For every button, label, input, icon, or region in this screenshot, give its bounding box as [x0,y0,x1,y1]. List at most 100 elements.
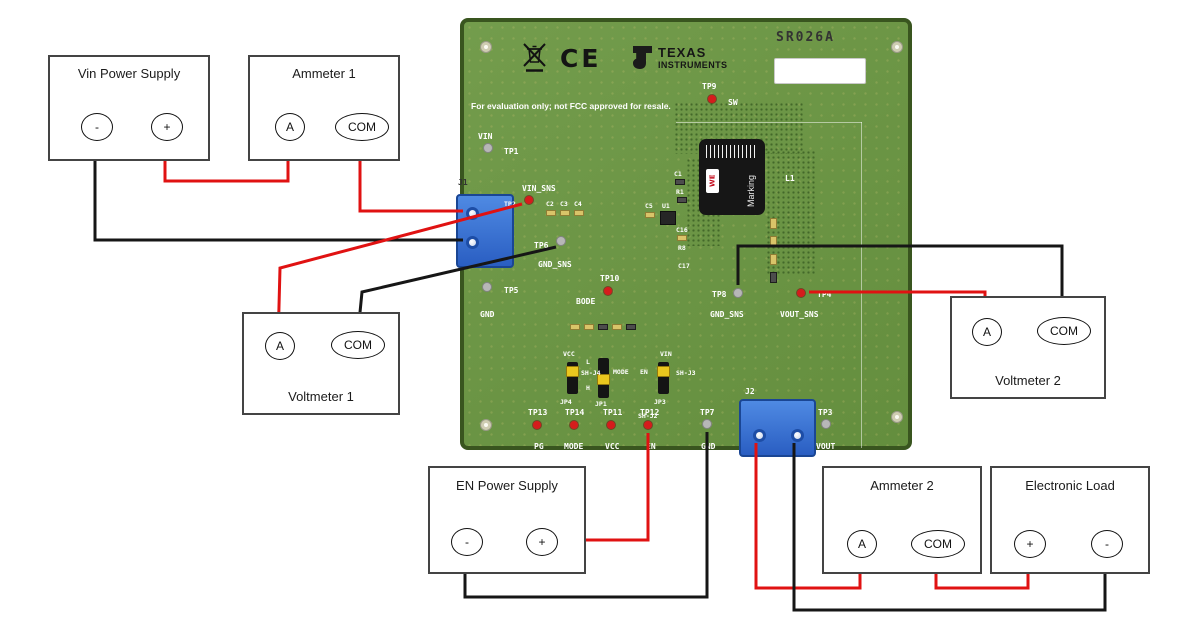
tp8-test-point [734,289,742,297]
terminal-label: + [538,535,546,549]
c1-ref-label: C1 [674,170,682,178]
mounting-hole [481,42,491,52]
ce-mark: CE [560,44,602,73]
resistor [677,197,687,203]
gnd-left-label: GND [480,310,495,319]
j2-gnd-screw [791,429,804,442]
l1-ref-label: L1 [785,174,795,183]
vin-supply-negative-terminal: - [81,113,113,141]
gnd-net-label: GND [701,442,716,451]
tp5-test-point [483,283,491,291]
sh-j2-label: SH-J2 [638,412,658,420]
gnd-sns-left-label: GND_SNS [538,260,572,269]
tp4-ref-label: TP4 [817,290,832,299]
vout-sns-net-label: VOUT_SNS [780,310,819,319]
tp2-test-point [525,196,533,204]
capacitor [612,324,622,330]
c5-ref-label: C5 [645,202,653,210]
r8-ref-label: R8 [678,244,686,252]
silkscreen-line [676,122,862,123]
en-power-supply-box: EN Power Supply - + [428,466,586,574]
mounting-hole [892,412,902,422]
tp8-ref-label: TP8 [712,290,727,299]
jp4-shunt [566,366,579,377]
u1-ref-label: U1 [662,202,670,210]
voltmeter2-com-terminal: COM [1037,317,1091,345]
gnd-sns-right-label: GND_SNS [710,310,744,319]
tp12-test-point [644,421,652,429]
voltmeter1-box: A COM Voltmeter 1 [242,312,400,415]
c16-ref-label: C16 [676,226,688,234]
voltmeter1-a-terminal: A [265,332,295,360]
jp4-ref-label: JP4 [560,398,572,406]
tp9-test-point [708,95,716,103]
en-supply-positive-terminal: + [526,528,558,556]
vin-sns-net-label: VIN_SNS [522,184,556,193]
j1-ref-label: J1 [458,178,468,187]
voltmeter1-com-terminal: COM [331,331,385,359]
inductor-barcode [706,145,758,158]
tp5-ref-label: TP5 [504,286,519,295]
mode-option-label: MODE [613,368,629,376]
ammeter2-box: Ammeter 2 A COM [822,466,982,574]
en-supply-negative-terminal: - [451,528,483,556]
load-negative-terminal: - [1091,530,1123,558]
tp1-test-point [484,144,492,152]
tp13-ref-label: TP13 [528,408,548,417]
capacitor [645,212,655,218]
j2-terminal-block [739,399,816,457]
en-option-label: EN [640,368,648,376]
jp3-header [658,362,669,394]
mounting-hole [481,420,491,430]
en-power-supply-title: EN Power Supply [456,478,558,493]
silkscreen-line [861,122,862,448]
vin-supply-positive-terminal: + [151,113,183,141]
terminal-label: - [465,535,469,549]
capacitor [546,210,556,216]
mode-net-label: MODE [564,442,584,451]
terminal-label: A [285,120,294,134]
tp7-ref-label: TP7 [700,408,715,417]
capacitor [574,210,584,216]
vcc-net-label: VCC [605,442,620,451]
we-logo: WE [706,169,719,193]
resistor [626,324,636,330]
j1-vin-screw [466,207,479,220]
j1-gnd-screw [466,236,479,249]
bode-net-label: BODE [576,297,596,306]
c3-ref-label: C3 [560,200,568,208]
terminal-label: A [857,537,866,551]
mounting-hole [892,42,902,52]
capacitor [770,218,777,229]
sh-j3-label: SH-J3 [676,369,696,377]
tp14-ref-label: TP14 [565,408,585,417]
terminal-label: A [275,339,284,353]
terminal-label: COM [1050,324,1078,338]
resistor [598,324,608,330]
vout-net-label: VOUT [816,442,836,451]
vin-option-label: VIN [660,350,672,358]
jp1-ref-label: JP1 [595,400,607,408]
electronic-load-title: Electronic Load [1025,478,1115,493]
capacitor [584,324,594,330]
terminal-label: + [163,120,171,134]
sw-net-label: SW [728,98,738,107]
tp6-test-point [557,237,565,245]
terminal-label: COM [348,120,376,134]
ti-bug-icon [633,46,652,69]
tp6-ref-label: TP6 [534,241,549,250]
vin-power-supply-title: Vin Power Supply [77,66,181,81]
tp7-test-point [703,420,711,428]
board-part-number: SR026A [776,30,835,45]
vin-power-supply-box: Vin Power Supply - + [48,55,210,161]
load-positive-terminal: + [1014,530,1046,558]
ammeter1-a-terminal: A [275,113,305,141]
capacitor [770,254,777,265]
tp10-test-point [604,287,612,295]
tp11-test-point [607,421,615,429]
jp4-header [567,362,578,394]
inductor-l1: WE Marking [699,139,765,215]
fcc-disclaimer: For evaluation only; not FCC approved fo… [471,101,671,111]
tp11-ref-label: TP11 [603,408,623,417]
